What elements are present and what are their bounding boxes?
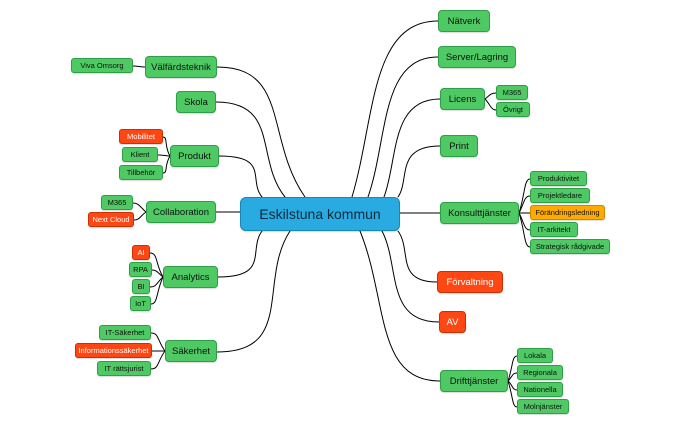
node-produktivitet[interactable]: Produktivitet <box>530 171 587 186</box>
connector <box>218 155 263 198</box>
connector <box>216 66 306 198</box>
connector <box>351 20 439 198</box>
node-licens[interactable]: Licens <box>440 88 485 110</box>
node-skola[interactable]: Skola <box>176 91 216 113</box>
connector <box>383 98 441 198</box>
connector <box>507 372 518 382</box>
node-natverk[interactable]: Nätverk <box>438 10 490 32</box>
node-it-sakerhet[interactable]: IT-Säkerhet <box>99 325 151 340</box>
node-drifttjanster[interactable]: Drifttjänster <box>440 370 508 392</box>
connector <box>359 230 441 382</box>
connector <box>484 98 497 111</box>
connector <box>162 155 171 174</box>
connector <box>507 380 518 408</box>
node-iot[interactable]: IoT <box>130 296 151 311</box>
node-projektledare[interactable]: Projektledare <box>530 188 590 203</box>
node-forandringsledning[interactable]: Förändringsledning <box>530 205 605 220</box>
connector <box>518 178 531 214</box>
node-it-rattsjurist[interactable]: IT rättsjurist <box>97 361 151 376</box>
node-server-lagring[interactable]: Server/Lagring <box>438 46 516 68</box>
node-bi[interactable]: BI <box>132 279 150 294</box>
node-informationssakerhet[interactable]: Informationssäkerhet <box>75 343 152 358</box>
connector <box>150 332 166 352</box>
node-sakerhet[interactable]: Säkerhet <box>165 340 217 362</box>
connector <box>151 269 164 278</box>
connector <box>215 101 286 198</box>
connector <box>157 154 171 157</box>
node-ai[interactable]: AI <box>132 245 150 260</box>
node-mobilitet[interactable]: Mobilitet <box>119 129 163 144</box>
node-analytics[interactable]: Analytics <box>163 266 218 288</box>
node-valfardsteknik[interactable]: Välfärdsteknik <box>145 56 217 78</box>
connector <box>518 212 531 231</box>
node-klient[interactable]: Klient <box>122 147 158 162</box>
connector <box>150 350 166 370</box>
node-tillbehor[interactable]: Tillbehör <box>119 165 163 180</box>
node-strategisk-radgivade[interactable]: Strategisk rådgivade <box>530 239 610 254</box>
node-viva-omsorg[interactable]: Viva Omsorg <box>71 58 133 73</box>
node-konsulttjanster[interactable]: Konsulttjänster <box>440 202 519 224</box>
node-forvaltning[interactable]: Förvaltning <box>437 271 503 293</box>
node-lokala[interactable]: Lokala <box>517 348 553 363</box>
connector <box>381 230 440 323</box>
node-molnjanster[interactable]: Molnjänster <box>517 399 569 414</box>
node-collaboration[interactable]: Collaboration <box>146 201 216 223</box>
node-av[interactable]: AV <box>439 311 466 333</box>
node-print[interactable]: Print <box>440 135 478 157</box>
node-nationella[interactable]: Nationella <box>517 382 563 397</box>
connector <box>150 276 164 305</box>
node-m365-right[interactable]: M365 <box>496 85 528 100</box>
connector <box>518 212 531 248</box>
connector <box>484 92 497 100</box>
connector <box>216 230 291 353</box>
connector <box>149 276 164 288</box>
node-rpa[interactable]: RPA <box>129 262 152 277</box>
node-ovrigt[interactable]: Övrigt <box>496 102 530 117</box>
central-node[interactable]: Eskilstuna kommun <box>240 197 400 231</box>
connector <box>132 202 147 213</box>
connector <box>217 230 263 278</box>
connector <box>397 230 438 283</box>
connector <box>132 65 146 68</box>
connector <box>397 145 441 198</box>
node-it-arkitekt[interactable]: IT-arkitekt <box>530 222 578 237</box>
connector <box>507 380 518 391</box>
connector <box>367 56 439 198</box>
node-produkt[interactable]: Produkt <box>170 145 219 167</box>
connector <box>507 355 518 382</box>
connector <box>133 211 147 221</box>
node-next-cloud[interactable]: Next Cloud <box>88 212 134 227</box>
node-regionala[interactable]: Regionala <box>517 365 563 380</box>
connector <box>162 136 171 157</box>
connector <box>518 195 531 214</box>
node-m365-left[interactable]: M365 <box>101 195 133 210</box>
